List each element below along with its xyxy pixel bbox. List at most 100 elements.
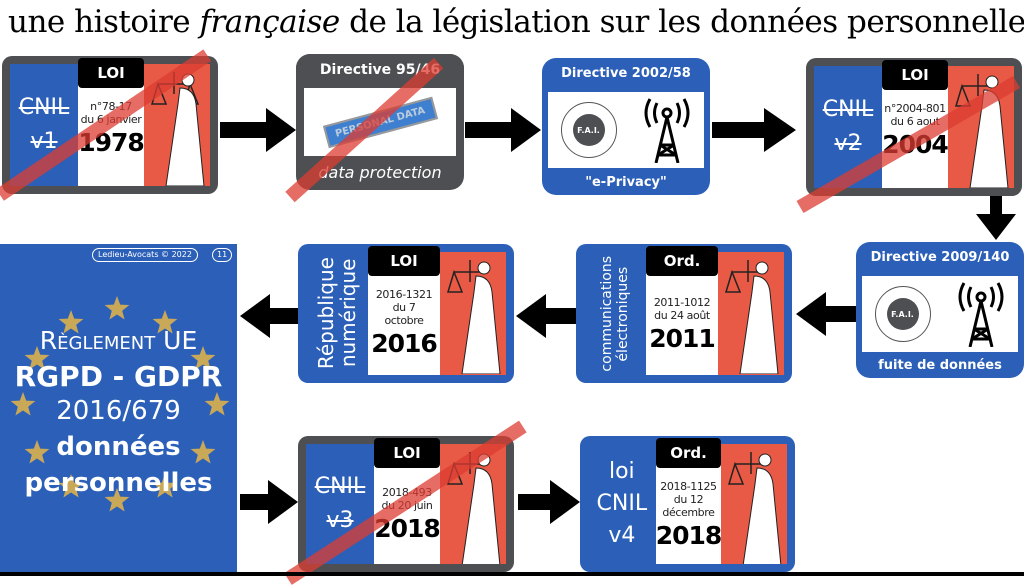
lady-justice-icon bbox=[718, 252, 784, 375]
lady-justice-icon bbox=[948, 66, 1014, 188]
side-label-2: numérique bbox=[336, 259, 360, 368]
side-label-1: communications bbox=[599, 255, 615, 372]
law-type-tag: Ord. bbox=[646, 246, 718, 276]
directive-2009-140: Directive 2009/140 F.A.I. fuite de donné… bbox=[856, 242, 1024, 378]
law-type-tag: Ord. bbox=[655, 438, 722, 468]
globe-icon: F.A.I. bbox=[560, 102, 617, 158]
directive-title: Directive 2009/140 bbox=[870, 250, 1010, 265]
law-date: du 6 janvier bbox=[80, 113, 142, 126]
arrow-left-icon bbox=[516, 294, 576, 338]
law-date: du 7 bbox=[392, 301, 416, 314]
title-prefix: une histoire bbox=[8, 4, 200, 40]
title-italic: française bbox=[199, 4, 340, 40]
usb-lock-icon: PERSONAL DATA bbox=[304, 88, 456, 156]
cnil-label: CNIL bbox=[314, 474, 366, 499]
law-year: 2016 bbox=[371, 329, 438, 358]
eu-star-icon bbox=[58, 474, 84, 498]
eu-star-icon bbox=[204, 392, 230, 416]
eu-star-icon bbox=[152, 310, 178, 334]
directive-footer: fuite de données bbox=[878, 358, 1002, 373]
law-date: du 12 bbox=[673, 493, 704, 506]
version-label: v2 bbox=[834, 131, 862, 156]
lady-justice-icon bbox=[721, 444, 787, 564]
eu-star-icon bbox=[24, 346, 50, 370]
lady-justice-icon bbox=[440, 444, 506, 564]
eu-star-icon bbox=[104, 296, 130, 320]
regulation-number: 2016/679 bbox=[56, 396, 181, 426]
arrow-down-icon bbox=[976, 196, 1016, 240]
directive-title: Directive 95/46 bbox=[296, 54, 464, 86]
law-year: 1978 bbox=[78, 128, 145, 157]
title-suffix: de la législation sur les données person… bbox=[339, 4, 1024, 40]
side-label-2: électroniques bbox=[615, 266, 631, 361]
version-label: v1 bbox=[30, 129, 58, 154]
regulation-subject-1: données bbox=[56, 432, 181, 462]
eu-star-icon bbox=[190, 346, 216, 370]
arrow-right-icon bbox=[518, 480, 580, 524]
antenna-tower-icon bbox=[958, 282, 1003, 347]
arrow-right-icon bbox=[240, 480, 298, 524]
cnil-label: CNIL bbox=[18, 95, 70, 120]
law-year: 2018 bbox=[655, 521, 723, 550]
arrow-right-icon bbox=[712, 108, 796, 152]
law-ref: 2016-1321 bbox=[375, 288, 433, 301]
eu-star-icon bbox=[10, 392, 36, 416]
law-date: du 6 aout bbox=[890, 115, 940, 128]
arrow-left-icon bbox=[240, 294, 300, 338]
law-type-tag: LOI bbox=[374, 438, 440, 468]
bottom-border bbox=[0, 572, 1024, 576]
law-ref: n°78-17 bbox=[90, 100, 132, 113]
law-year: 2011 bbox=[649, 324, 716, 353]
fai-label: F.A.I. bbox=[572, 114, 605, 146]
law-type-tag: LOI bbox=[368, 246, 440, 276]
regulation-label: Règlement UE bbox=[39, 326, 198, 355]
antenna-tower-icon bbox=[644, 98, 689, 163]
eu-regulation-box: Ledieu-Avocats © 2022 11 Règlement UE RG… bbox=[0, 244, 237, 576]
law-type-tag: LOI bbox=[78, 58, 144, 88]
arrow-right-icon bbox=[220, 108, 296, 152]
eu-star-icon bbox=[58, 310, 84, 334]
directive-2002-58: Directive 2002/58 F.A.I. "e-Privacy" bbox=[542, 58, 710, 195]
page-number: 11 bbox=[212, 248, 233, 262]
slide-title: une histoire française de la législation… bbox=[8, 4, 1024, 40]
law-date-2: décembre bbox=[662, 506, 715, 519]
version-label: v3 bbox=[326, 508, 354, 533]
side-label-2: CNIL bbox=[596, 491, 648, 516]
regulation-name: RGPD - GDPR bbox=[14, 360, 223, 393]
law-type-tag: LOI bbox=[882, 60, 948, 90]
law-ref: 2018-1125 bbox=[660, 480, 717, 493]
directive-footer: data protection bbox=[318, 163, 442, 182]
eu-star-icon bbox=[104, 488, 130, 512]
eu-star-icon bbox=[152, 474, 178, 498]
law-ref: 2011-1012 bbox=[653, 296, 711, 309]
regulation-subject-2: personnelles bbox=[24, 468, 213, 498]
lady-justice-icon bbox=[440, 252, 506, 375]
side-label-3: v4 bbox=[608, 523, 636, 548]
law-ref: n°2004-801 bbox=[884, 102, 946, 115]
globe-icon: F.A.I. bbox=[874, 286, 931, 342]
directive-95-46: Directive 95/46 PERSONAL DATA data prote… bbox=[296, 54, 464, 190]
usb-label: PERSONAL DATA bbox=[322, 96, 438, 148]
law-date-2: octobre bbox=[384, 314, 424, 327]
law-date: du 20 juin bbox=[381, 499, 433, 512]
fai-label: F.A.I. bbox=[886, 298, 919, 330]
law-year: 2018 bbox=[374, 514, 441, 543]
directive-title: Directive 2002/58 bbox=[561, 66, 691, 81]
directive-footer: "e-Privacy" bbox=[585, 175, 667, 190]
side-label-1: loi bbox=[608, 459, 635, 484]
law-date: du 24 août bbox=[654, 309, 710, 322]
side-label-1: République bbox=[314, 257, 338, 370]
law-year: 2004 bbox=[882, 130, 949, 159]
cnil-label: CNIL bbox=[822, 97, 874, 122]
eu-star-icon bbox=[24, 440, 50, 464]
lady-justice-icon bbox=[144, 64, 210, 186]
arrow-left-icon bbox=[796, 292, 856, 336]
eu-star-icon bbox=[190, 440, 216, 464]
law-ref: 2018-493 bbox=[382, 486, 432, 499]
